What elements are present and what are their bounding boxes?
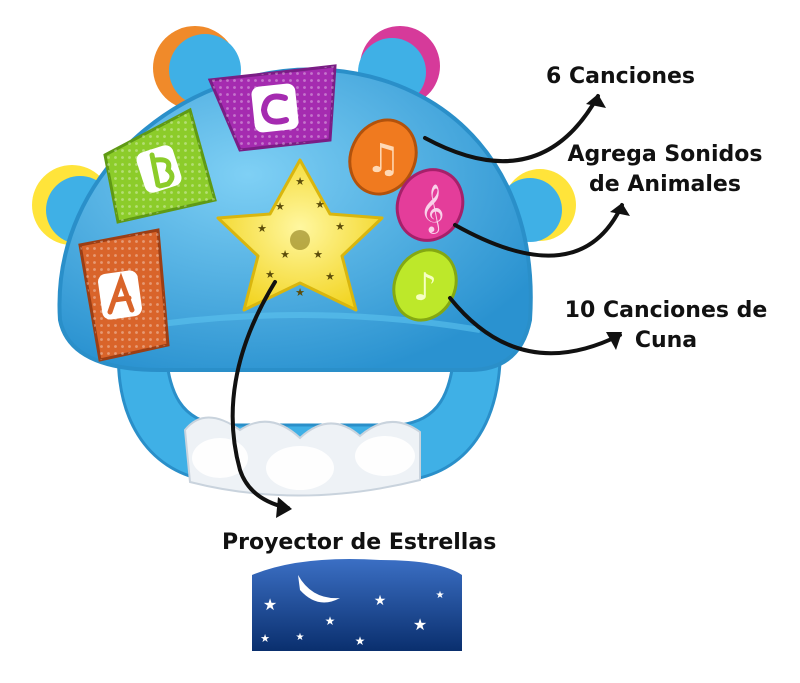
svg-text:★: ★ [315,198,325,211]
svg-text:★: ★ [325,270,335,283]
svg-text:★: ★ [335,220,345,233]
letter-a-icon [98,270,142,320]
svg-text:★: ★ [325,614,336,628]
callout-lullabies-line1: 10 Canciones de [564,298,768,323]
arrow-to-six-songs [423,94,600,164]
callout-animal-sounds-line2: de Animales [589,172,741,197]
svg-text:★: ★ [413,615,427,634]
callout-arrows [230,94,624,510]
svg-text:★: ★ [313,248,323,261]
star-pattern: ★★★ ★★★ ★★★ ★ [257,175,345,299]
svg-text:★: ★ [260,632,270,645]
svg-text:★: ★ [280,248,290,261]
svg-text:★: ★ [295,175,305,188]
treble-clef-icon: 𝄞 [420,183,445,234]
callout-lullabies: 10 Canciones de Cuna [560,296,772,356]
svg-text:★: ★ [295,286,305,299]
music-note-icon: ♪ [413,265,437,309]
callout-projector: Proyector de Estrellas [222,530,497,555]
arrow-to-projector [230,280,290,510]
letter-key-b [103,107,217,224]
star-projector-button: ★★★ ★★★ ★★★ ★ [216,158,384,312]
callout-animal-sounds-line1: Agrega Sonidos [567,142,763,167]
callout-animal-sounds: Agrega Sonidos de Animales [560,140,770,200]
music-note-button-orange: ♫ [348,118,418,196]
moon-icon [290,230,310,250]
star-projection-preview: ★ ★ ★ ★ ★ ★ ★ ★ [252,559,462,651]
arrow-to-lullabies [448,296,622,356]
music-note-button-lime: ♪ [392,248,458,322]
svg-text:★: ★ [263,595,277,614]
arrow-to-animal-sounds [453,203,624,258]
svg-text:★: ★ [436,590,445,601]
callout-lullabies-line2: Cuna [634,328,698,353]
treble-clef-button-pink: 𝄞 [395,168,465,242]
svg-text:★: ★ [257,222,267,235]
arrow-heads [276,94,630,518]
moon-icon [298,575,340,603]
letter-b-icon [136,145,182,193]
music-note-icon: ♫ [365,136,401,182]
svg-text:★: ★ [296,632,305,643]
letter-c-icon [251,83,299,133]
letter-key-c [207,64,337,152]
callout-six-songs: 6 Canciones [546,64,695,89]
svg-text:★: ★ [374,593,387,609]
svg-text:★: ★ [355,634,366,648]
svg-text:★: ★ [265,268,275,281]
svg-text:★: ★ [275,200,285,213]
letter-key-a [78,228,170,362]
